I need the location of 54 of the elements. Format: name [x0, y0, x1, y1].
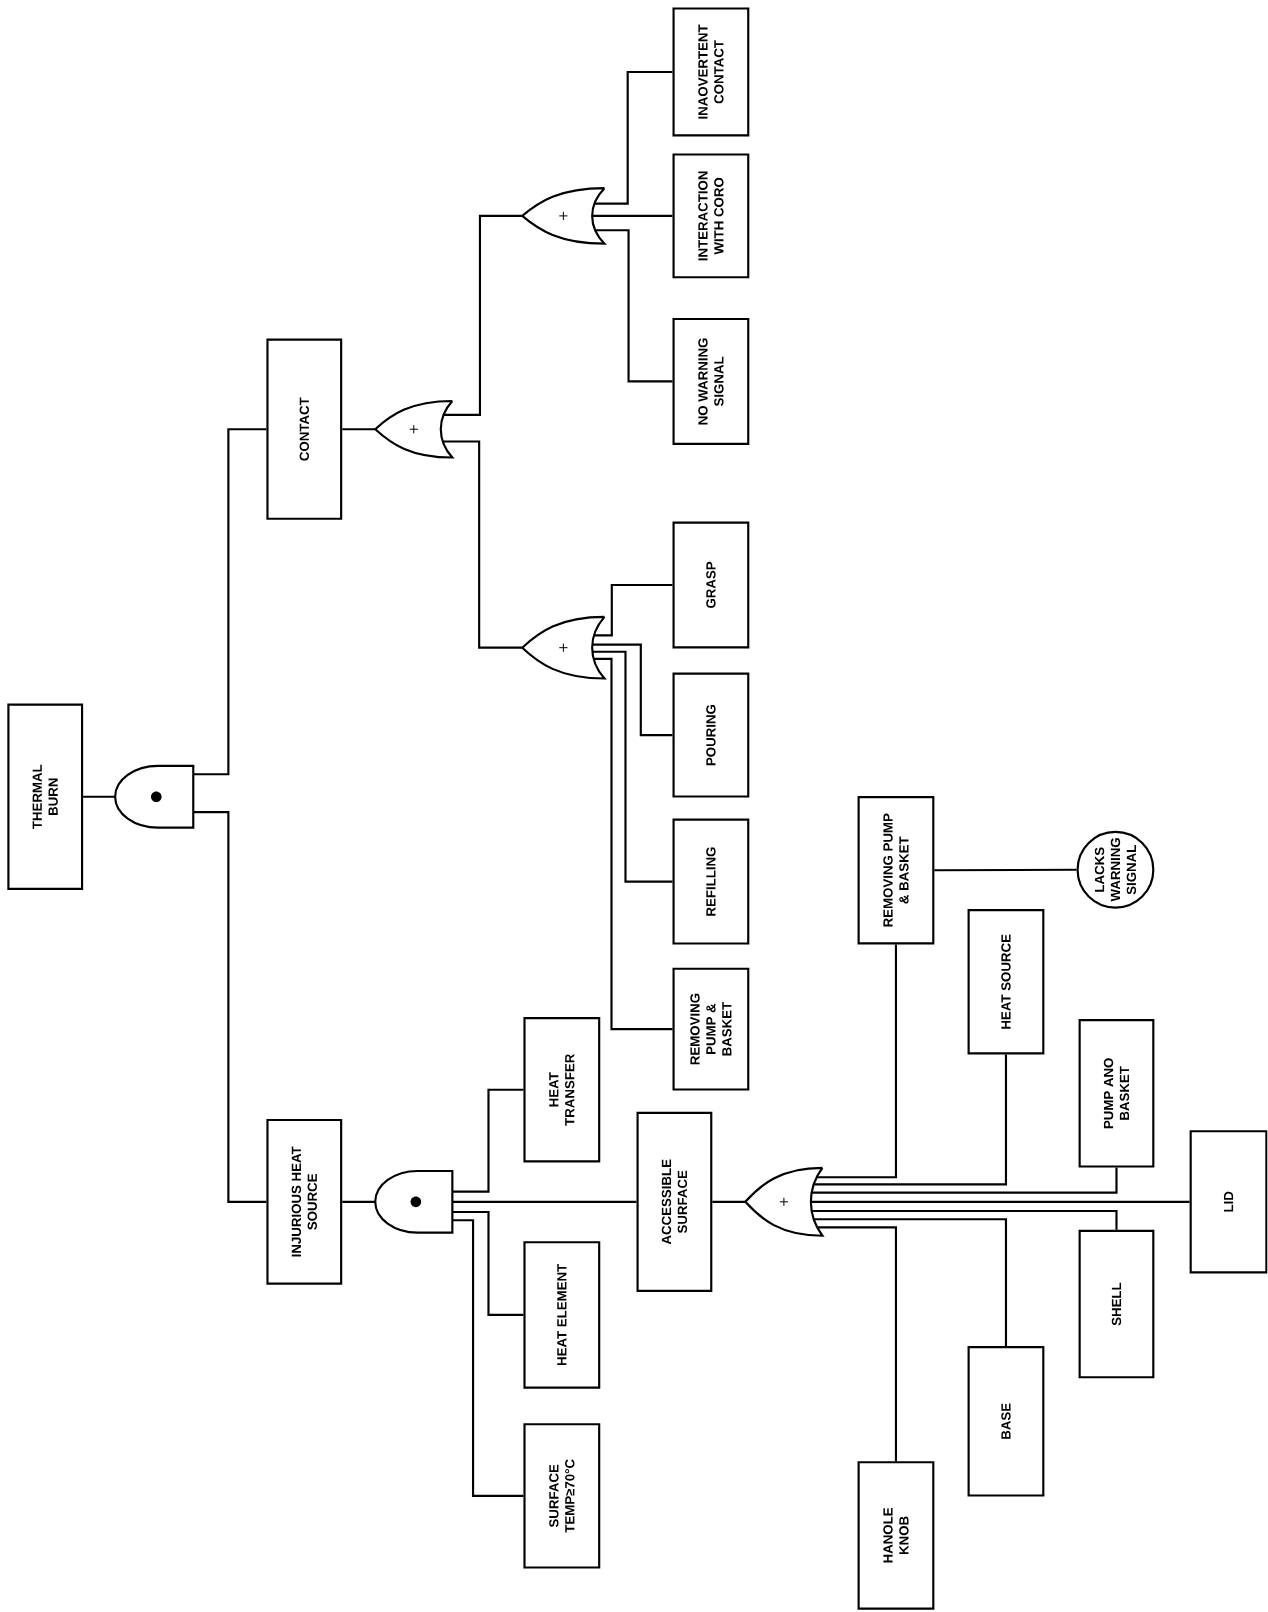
event-box: LID: [1189, 1130, 1268, 1274]
event-box: POURING: [672, 672, 750, 798]
event-box: THERMAL BURN: [7, 703, 84, 890]
event-box: REMOVING PUMP & BASKET: [672, 967, 750, 1091]
and-gate: [374, 1169, 454, 1234]
connector-line: [812, 1209, 1118, 1230]
or-gate: [521, 187, 606, 245]
connector-line: [811, 1200, 1190, 1203]
connector-line: [452, 1210, 524, 1316]
connector-line: [594, 583, 673, 637]
connector-line: [592, 643, 673, 737]
connector-line: [595, 229, 673, 383]
connector-line: [595, 70, 673, 205]
event-box: CONTACT: [266, 338, 343, 520]
event-box: INAOVERTENT CONTACT: [672, 7, 750, 137]
connector-line: [817, 1226, 898, 1462]
connector-line: [443, 440, 523, 649]
connector-line: [444, 214, 523, 416]
connector-line: [592, 650, 673, 883]
event-box: HEAT ELEMENT: [523, 1241, 601, 1389]
event-box: BASE: [967, 1346, 1045, 1497]
event-box: ACCESSIBLE SURFACE: [636, 1111, 713, 1292]
connector-line: [817, 944, 898, 1179]
event-box: REFILLING: [672, 818, 750, 945]
connector-line: [812, 1167, 1118, 1194]
connector-line: [342, 1200, 376, 1203]
event-box: GRASP: [672, 521, 750, 649]
connector-line: [814, 1054, 1008, 1186]
connector-line: [452, 1200, 637, 1203]
event-box: PUMP ANO BASKET: [1078, 1019, 1155, 1168]
event-box: HEAT SOURCE: [967, 909, 1045, 1055]
connector-line: [193, 811, 267, 1203]
or-gate: [521, 615, 606, 680]
and-gate: [114, 764, 195, 829]
event-box: INJURIOUS HEAT SOURCE: [266, 1118, 343, 1285]
connector-line: [712, 1200, 746, 1203]
or-gate: [374, 399, 454, 459]
connector-line: [934, 868, 1077, 872]
event-box: HANOLE KNOB: [857, 1461, 935, 1610]
event-box: HEAT TRANSFER: [523, 1017, 601, 1163]
connector-line: [814, 1218, 1008, 1347]
connector-line: [452, 1088, 524, 1193]
event-box: SURFACE TEMP≥70°C: [523, 1423, 601, 1569]
connector-line: [342, 428, 376, 431]
connector-line: [193, 428, 267, 776]
event-box: REMOVING PUMP & BASKET: [857, 796, 935, 945]
connector-line: [83, 795, 116, 798]
connector-line: [592, 214, 673, 217]
connector-line: [594, 657, 673, 1031]
event-box: NO WARNING SIGNAL: [672, 317, 750, 445]
or-gate: [744, 1166, 824, 1237]
connector-line: [452, 1219, 524, 1497]
event-box: INTERACTION WITH CORO: [672, 153, 750, 279]
event-box: SHELL: [1078, 1229, 1155, 1379]
